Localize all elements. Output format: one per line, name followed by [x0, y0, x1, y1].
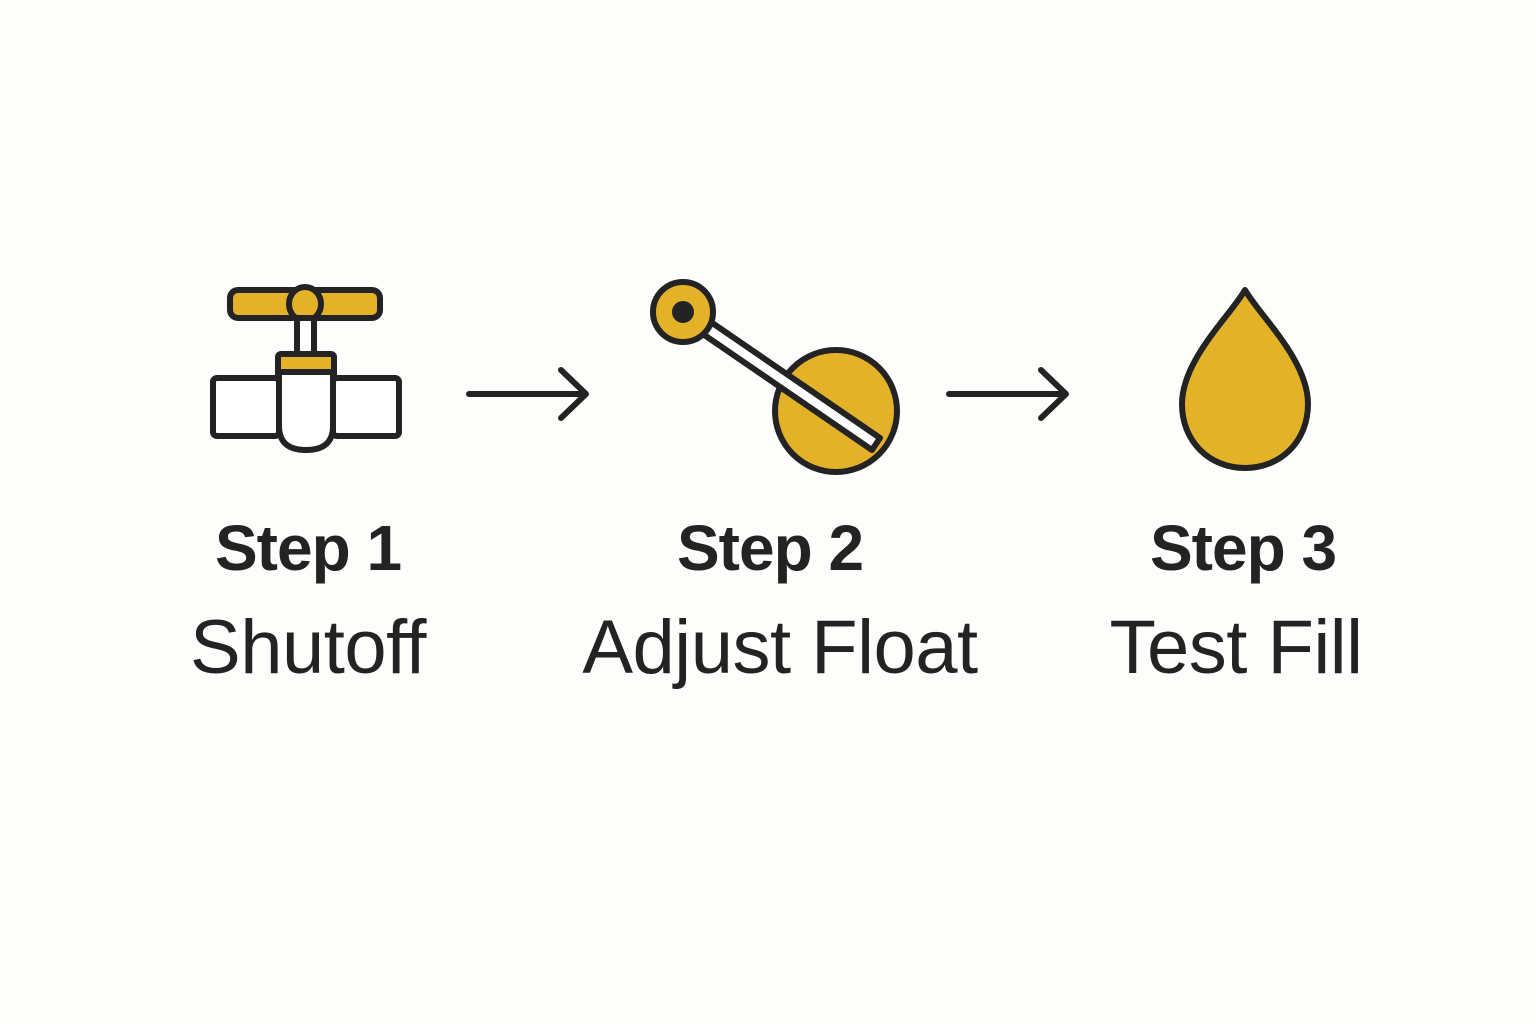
step-3-title: Test Fill — [1109, 605, 1363, 690]
step-3-number: Step 3 — [1149, 512, 1337, 584]
arrow-right-icon — [466, 367, 589, 421]
step-1-title: Shutoff — [190, 605, 426, 690]
step-2-number: Step 2 — [676, 512, 864, 584]
step-1-number: Step 1 — [214, 512, 402, 584]
step-2-title: Adjust Float — [582, 605, 978, 690]
water-drop-icon — [1179, 287, 1311, 471]
shutoff-valve-icon — [210, 284, 402, 453]
arrow-right-icon — [946, 367, 1069, 421]
float-arm-icon — [650, 279, 900, 475]
